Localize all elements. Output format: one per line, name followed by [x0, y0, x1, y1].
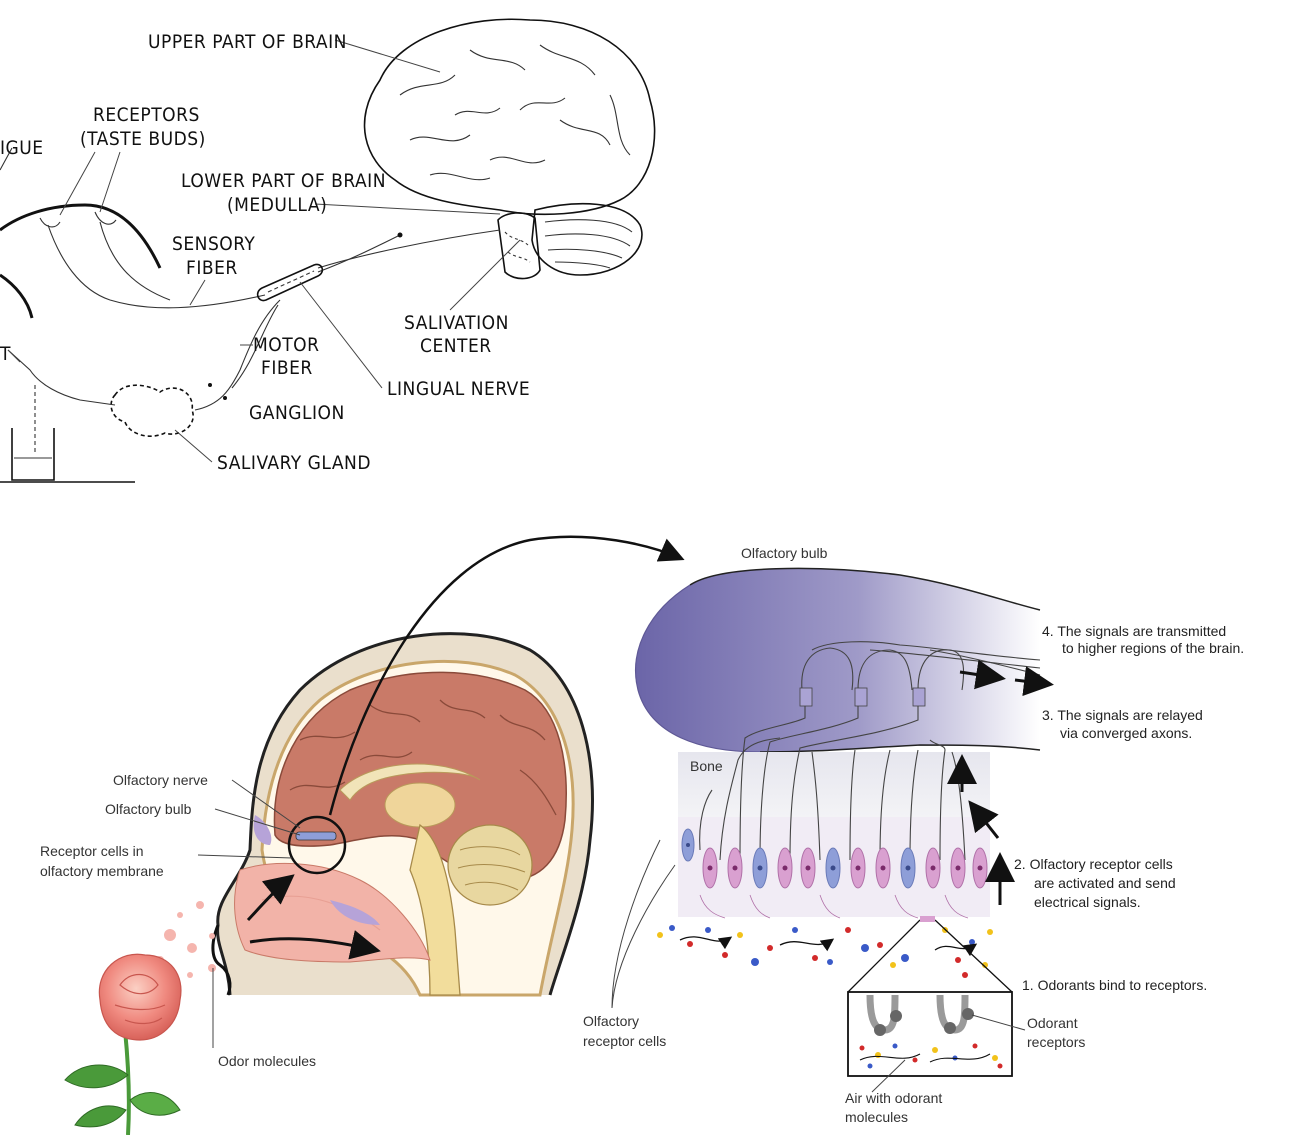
- label-sensory: SENSORY: [172, 233, 255, 255]
- label-air-with-odorant: Air with odorant: [845, 1090, 942, 1106]
- step-2-line-1: 2. Olfactory receptor cells: [1014, 856, 1173, 872]
- label-receptor-cells: Receptor cells in: [40, 843, 144, 859]
- label-olfactory-membrane: olfactory membrane: [40, 863, 164, 879]
- label-odor-molecules: Odor molecules: [218, 1053, 316, 1069]
- lingual-nerve-line: [317, 234, 401, 273]
- label-olfactory-bulb-side: Olfactory bulb: [105, 801, 192, 817]
- label-salivary-gland: SALIVARY GLAND: [217, 452, 371, 474]
- olfactory-bulb-shape: [635, 568, 1040, 752]
- odorant-binding-inset: [847, 991, 1013, 1077]
- magnifier-circle: [287, 815, 347, 875]
- lingual-nerve-bundle: [256, 263, 324, 302]
- olfactory-bulb-detail: Bone: [583, 545, 1244, 1125]
- label-taste-buds: (TASTE BUDS): [80, 128, 206, 150]
- label-odorant-receptors: receptors: [1027, 1034, 1085, 1050]
- step-3-line-1: 3. The signals are relayed: [1042, 707, 1203, 723]
- label-molecules: molecules: [845, 1109, 908, 1125]
- label-odorant: Odorant: [1027, 1015, 1078, 1031]
- step-3-line-2: via converged axons.: [1060, 725, 1192, 741]
- label-olfactory-nerve: Olfactory nerve: [113, 772, 208, 788]
- step-1: 1. Odorants bind to receptors.: [1022, 977, 1207, 993]
- olfaction-diagram: Olfactory nerve Olfactory bulb Receptor …: [40, 535, 1244, 1135]
- step-2-line-3: electrical signals.: [1034, 894, 1141, 910]
- label-receptor-cells-2: receptor cells: [583, 1033, 666, 1049]
- salivary-gland: [110, 384, 194, 437]
- brain-drawing: [363, 18, 656, 280]
- zoom-arrow: [328, 535, 685, 816]
- sensory-fiber-line: [47, 224, 266, 309]
- receptor-cell-row: [681, 828, 988, 919]
- rose-illustration: [64, 953, 182, 1135]
- label-olfactory: Olfactory: [583, 1013, 639, 1029]
- label-tongue-partial: IGUE: [0, 137, 44, 159]
- tongue-curve: [0, 203, 162, 269]
- label-ganglion: GANGLION: [249, 402, 345, 424]
- step-4-line-2: to higher regions of the brain.: [1062, 640, 1244, 656]
- label-bone: Bone: [690, 758, 723, 774]
- beaker: [0, 428, 135, 483]
- label-salivation: SALIVATION: [404, 312, 509, 334]
- label-sensory-fiber: FIBER: [186, 257, 238, 279]
- label-medulla: (MEDULLA): [227, 194, 327, 216]
- label-lower-brain: LOWER PART OF BRAIN: [181, 170, 386, 192]
- taste-reflex-diagram: UPPER PART OF BRAIN RECEPTORS (TASTE BUD…: [0, 18, 656, 483]
- label-duct-partial: T: [0, 343, 11, 365]
- step-4-line-1: 4. The signals are transmitted: [1042, 623, 1226, 639]
- label-salivation-center: CENTER: [420, 335, 492, 357]
- step-2-line-2: are activated and send: [1034, 875, 1176, 891]
- label-motor-fiber: FIBER: [261, 357, 313, 379]
- bone-layer: [678, 752, 990, 817]
- label-lingual-nerve: LINGUAL NERVE: [387, 378, 530, 400]
- head-cross-section: [211, 632, 594, 997]
- label-motor: MOTOR: [253, 334, 319, 356]
- label-upper-brain: UPPER PART OF BRAIN: [148, 31, 347, 53]
- odorant-molecules: [657, 925, 993, 978]
- label-receptors: RECEPTORS: [93, 104, 200, 126]
- label-olfactory-bulb-top: Olfactory bulb: [741, 545, 828, 561]
